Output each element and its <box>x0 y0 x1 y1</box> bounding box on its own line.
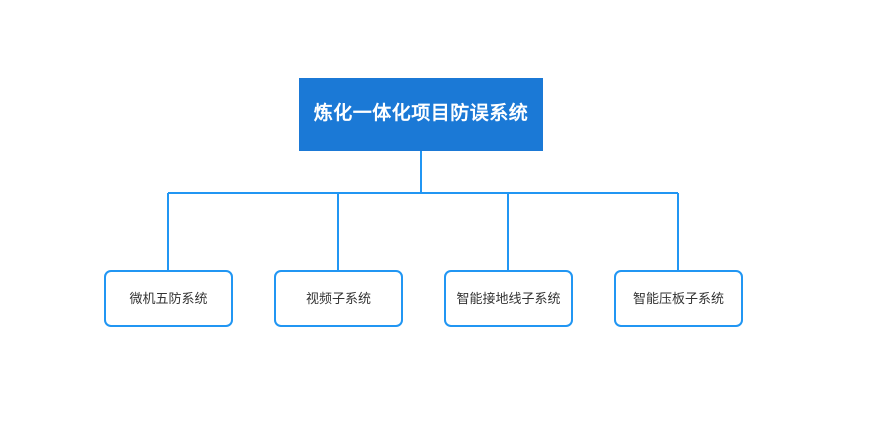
child-node-zhineng-yaban[interactable]: 智能压板子系统 <box>614 270 743 327</box>
root-node-label: 炼化一体化项目防误系统 <box>313 103 529 125</box>
root-node[interactable]: 炼化一体化项目防误系统 <box>299 78 543 151</box>
child-node-label: 视频子系统 <box>305 290 371 306</box>
child-node-shipin[interactable]: 视频子系统 <box>274 270 403 327</box>
child-node-label: 智能压板子系统 <box>632 290 724 306</box>
child-node-label: 微机五防系统 <box>129 290 208 306</box>
child-node-weiji-wufang[interactable]: 微机五防系统 <box>104 270 233 327</box>
child-node-label: 智能接地线子系统 <box>456 290 561 306</box>
child-node-zhineng-jiediyxian[interactable]: 智能接地线子系统 <box>444 270 573 327</box>
